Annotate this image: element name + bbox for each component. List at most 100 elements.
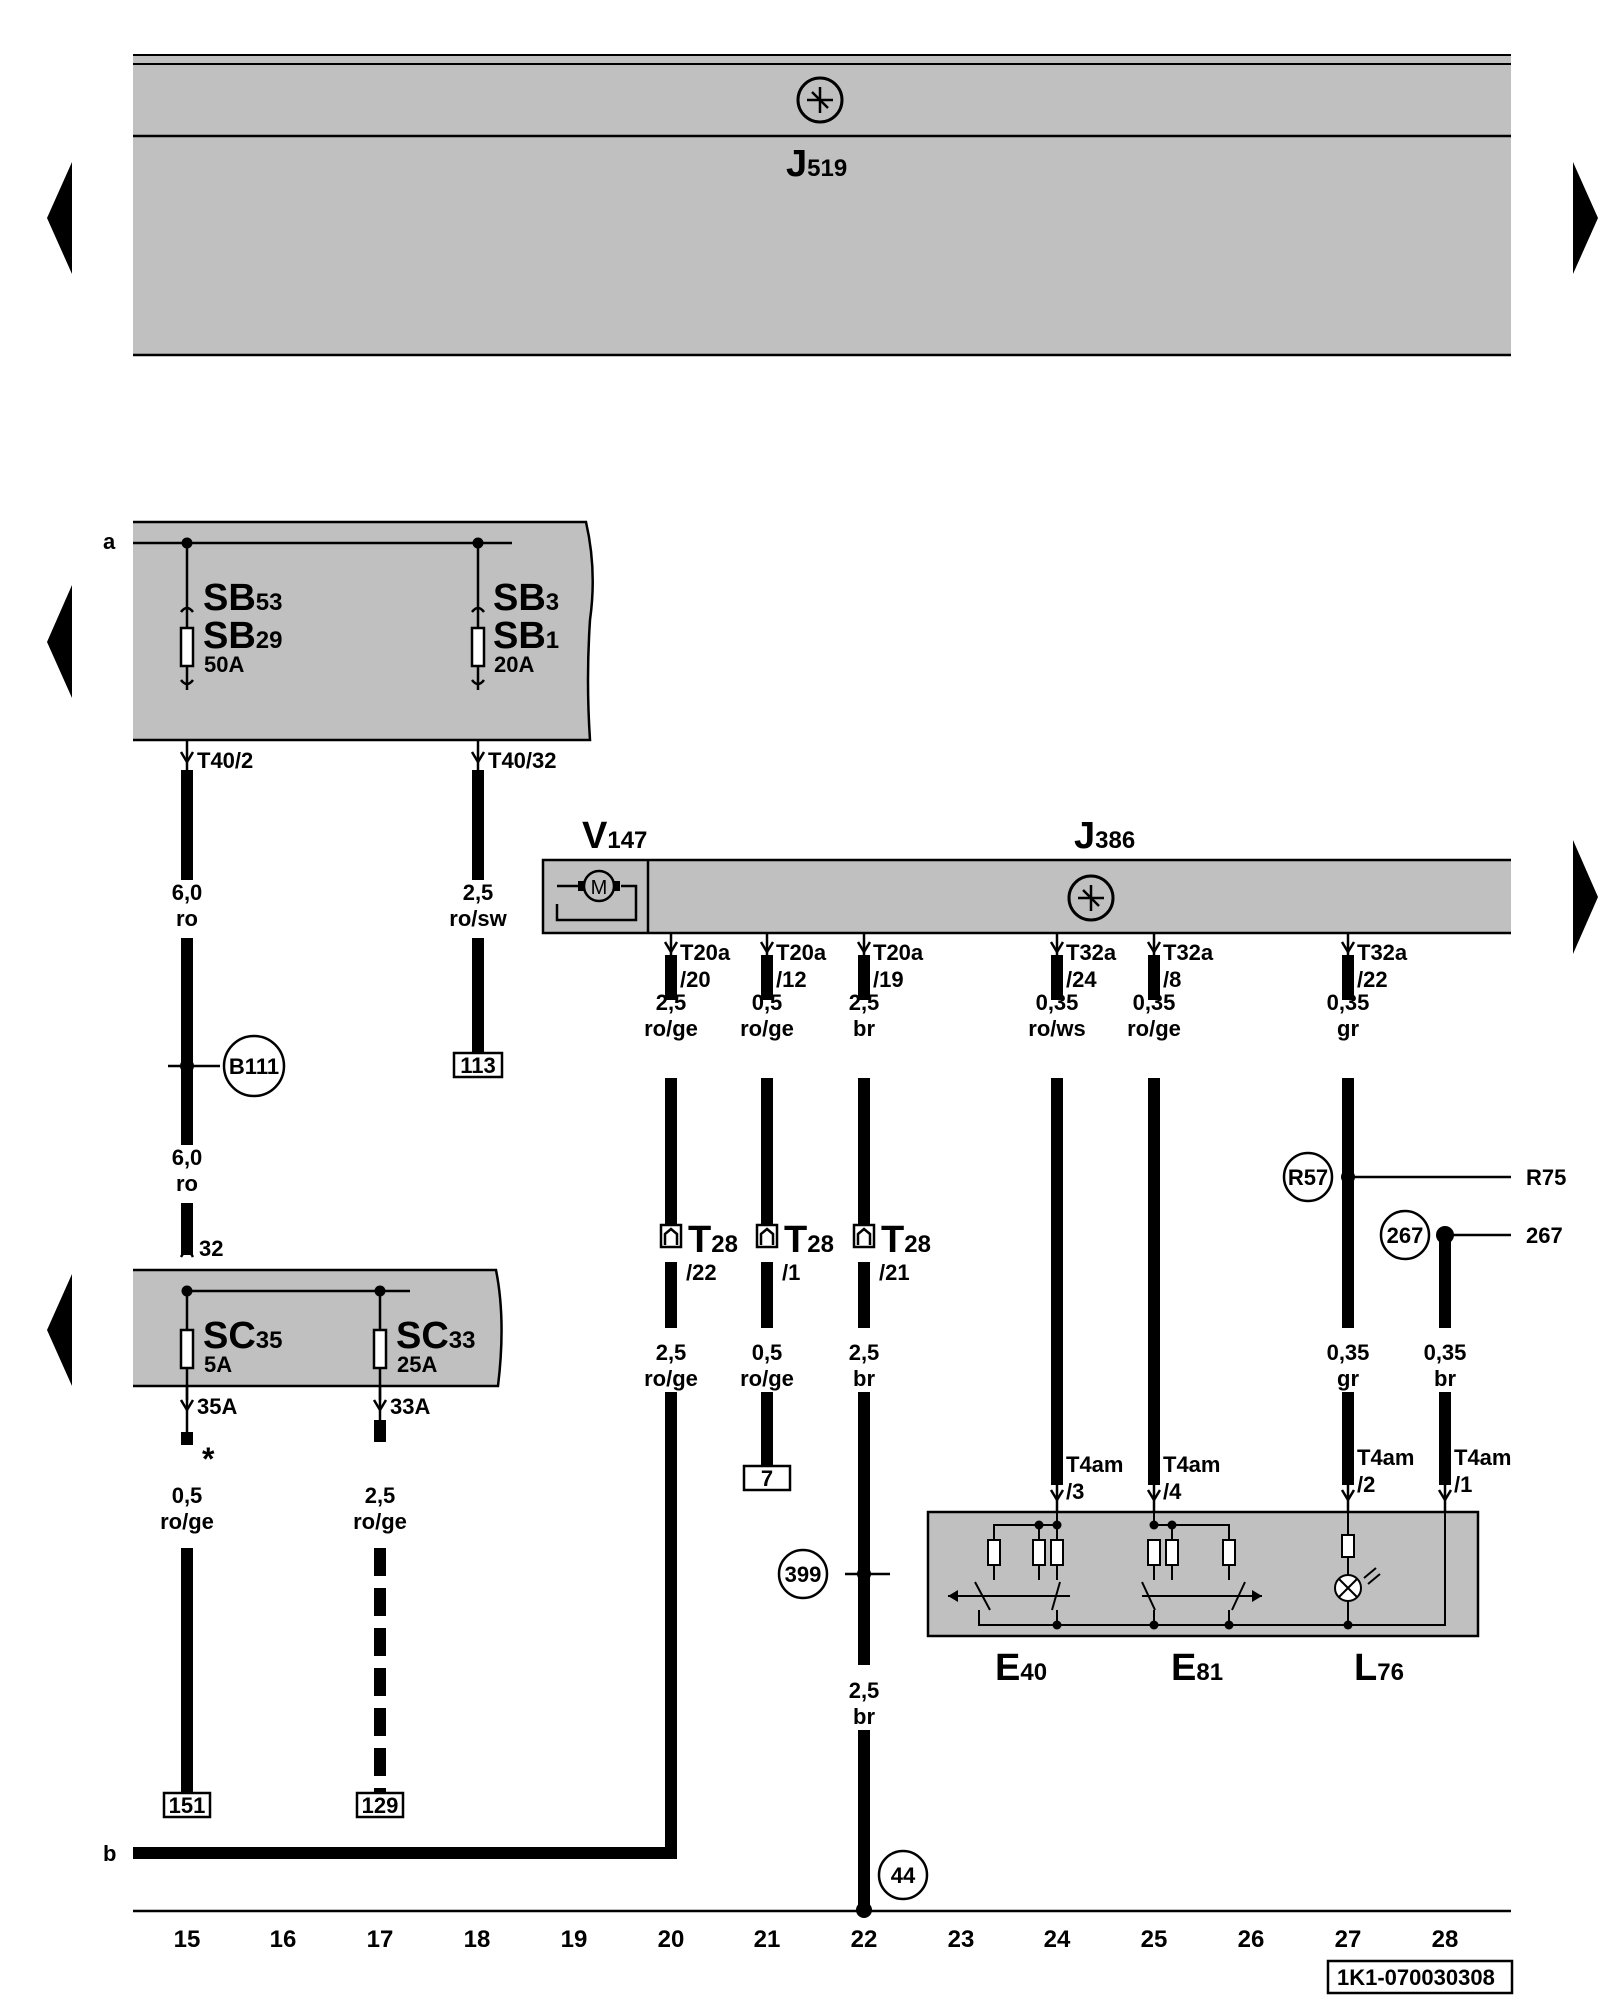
connector-t32a: T32a [1163, 940, 1214, 965]
t28-pin: /1 [782, 1260, 800, 1285]
column-number: 15 [174, 1926, 201, 1953]
connector-pin: /20 [680, 967, 711, 992]
asterisk-note: * [202, 1441, 215, 1477]
connector-pin: /3 [1066, 1479, 1084, 1504]
left-continuation-arrow [47, 585, 72, 698]
wire-color: br [1434, 1366, 1456, 1391]
junction-dots [180, 1059, 1454, 1918]
connector-t40-2: T40/2 [197, 748, 253, 773]
ref-r57: R57 [1288, 1165, 1328, 1190]
continuation-arrows [47, 162, 1598, 1386]
ref-267: 267 [1387, 1223, 1424, 1248]
wire-color: gr [1337, 1016, 1359, 1041]
box-151: 151 [169, 1793, 206, 1818]
column-number: 20 [658, 1926, 685, 1953]
connector-pin: /2 [1357, 1472, 1375, 1497]
ref-44: 44 [891, 1863, 916, 1888]
column-number: 16 [270, 1926, 297, 1953]
sb-right-rating: 20A [494, 652, 534, 677]
t28-label: T28 [688, 1219, 738, 1261]
wire-color: br [853, 1366, 875, 1391]
connector-icon [755, 1223, 779, 1249]
wire-color: ro/ge [1127, 1016, 1181, 1041]
ref-b111: B111 [229, 1054, 279, 1079]
wire-size: 6,0 [172, 880, 203, 905]
column-number: 21 [754, 1926, 781, 1953]
wire-color: ro/ge [644, 1016, 698, 1041]
switch-panel: E40 E81 L76 [926, 1510, 1480, 1689]
left-continuation-arrow [47, 1274, 72, 1386]
pin-32: 32 [199, 1236, 223, 1261]
connector-pin: /4 [1163, 1479, 1182, 1504]
j519-label: J519 [786, 143, 847, 185]
column-number: 24 [1044, 1926, 1071, 1953]
circled-refs: B111 R57 267 399 44 R75 267 [222, 1034, 1566, 1901]
sb29-label: SB29 [203, 615, 283, 657]
wire-size: 0,35 [1036, 990, 1079, 1015]
sb-fuse-panel: SB53 SB29 50A SB3 SB1 20A [133, 520, 594, 742]
right-continuation-arrow [1573, 840, 1598, 954]
wire-size: 0,5 [752, 1340, 783, 1365]
sc35-label: SC35 [203, 1315, 283, 1357]
connector-t4am: T4am [1163, 1452, 1220, 1477]
wire-size: 0,5 [752, 990, 783, 1015]
wire-color: br [853, 1016, 875, 1041]
ref-399: 399 [785, 1562, 822, 1587]
pin-35a: 35A [197, 1394, 237, 1419]
v147-label: V147 [582, 815, 647, 857]
sb-left-rating: 50A [204, 652, 244, 677]
wire-color: ro [176, 1171, 198, 1196]
wire-size: 0,35 [1327, 1340, 1370, 1365]
connector-pin: /22 [1357, 967, 1388, 992]
column-number: 22 [851, 1926, 878, 1953]
wire-color: ro/ws [1028, 1016, 1085, 1041]
line-a-label: a [103, 529, 116, 554]
wire-size: 0,35 [1327, 990, 1370, 1015]
wire-size: 2,5 [849, 1678, 880, 1703]
box-113: 113 [460, 1053, 496, 1078]
connector-t40-32: T40/32 [488, 748, 557, 773]
box-129: 129 [362, 1793, 399, 1818]
wire-size: 2,5 [656, 990, 687, 1015]
wire-size: 0,35 [1133, 990, 1176, 1015]
sb1-label: SB1 [493, 615, 559, 657]
j519-control-unit: J519 [133, 54, 1511, 357]
wires [133, 770, 1511, 1913]
box-7: 7 [761, 1466, 773, 1491]
column-number: 17 [367, 1926, 394, 1953]
connector-t32a: T32a [1357, 940, 1408, 965]
wire-size: 2,5 [849, 990, 880, 1015]
connector-labels: T40/2 T40/32 32 35A 33A T20a /20 T20a /1… [197, 748, 1511, 1504]
column-number: 19 [561, 1926, 588, 1953]
connector-pin: /24 [1066, 967, 1097, 992]
motor-icon: M [555, 869, 638, 922]
wire-labels: 6,0 ro 2,5 ro/sw 6,0 ro 0,5 ro/ge 2,5 ro… [160, 880, 1466, 1729]
column-numbers: 15 16 17 18 19 20 21 22 23 24 25 26 27 2… [174, 1926, 1459, 1953]
wire-size: 0,35 [1424, 1340, 1467, 1365]
electronic-control-icon [796, 76, 844, 124]
column-number: 27 [1335, 1926, 1362, 1953]
t28-pin: /21 [879, 1260, 910, 1285]
sb3-label: SB3 [493, 577, 559, 619]
connector-pin: /19 [873, 967, 904, 992]
connector-t4am: T4am [1357, 1445, 1414, 1470]
l76-label: L76 [1354, 1647, 1404, 1689]
wire-color: br [853, 1704, 875, 1729]
boxed-refs: 113 7 151 129 [162, 1051, 792, 1819]
column-number: 25 [1141, 1926, 1168, 1953]
left-continuation-arrow [47, 162, 72, 274]
wire-size: 2,5 [656, 1340, 687, 1365]
wire-color: ro/sw [449, 906, 507, 931]
connector-icon [659, 1223, 683, 1249]
e81-label: E81 [1171, 1647, 1223, 1689]
sb53-label: SB53 [203, 577, 283, 619]
connector-arrows [179, 740, 1453, 1512]
sc33-label: SC33 [396, 1315, 476, 1357]
wire-color: ro/ge [644, 1366, 698, 1391]
line-b-label: b [103, 1841, 116, 1866]
column-number: 28 [1432, 1926, 1459, 1953]
connector-pin: /1 [1454, 1472, 1472, 1497]
sc33-rating: 25A [397, 1352, 437, 1377]
t28-connectors: T28 /22 T28 /1 T28 /21 [659, 1219, 931, 1285]
j386-label: J386 [1074, 815, 1135, 857]
